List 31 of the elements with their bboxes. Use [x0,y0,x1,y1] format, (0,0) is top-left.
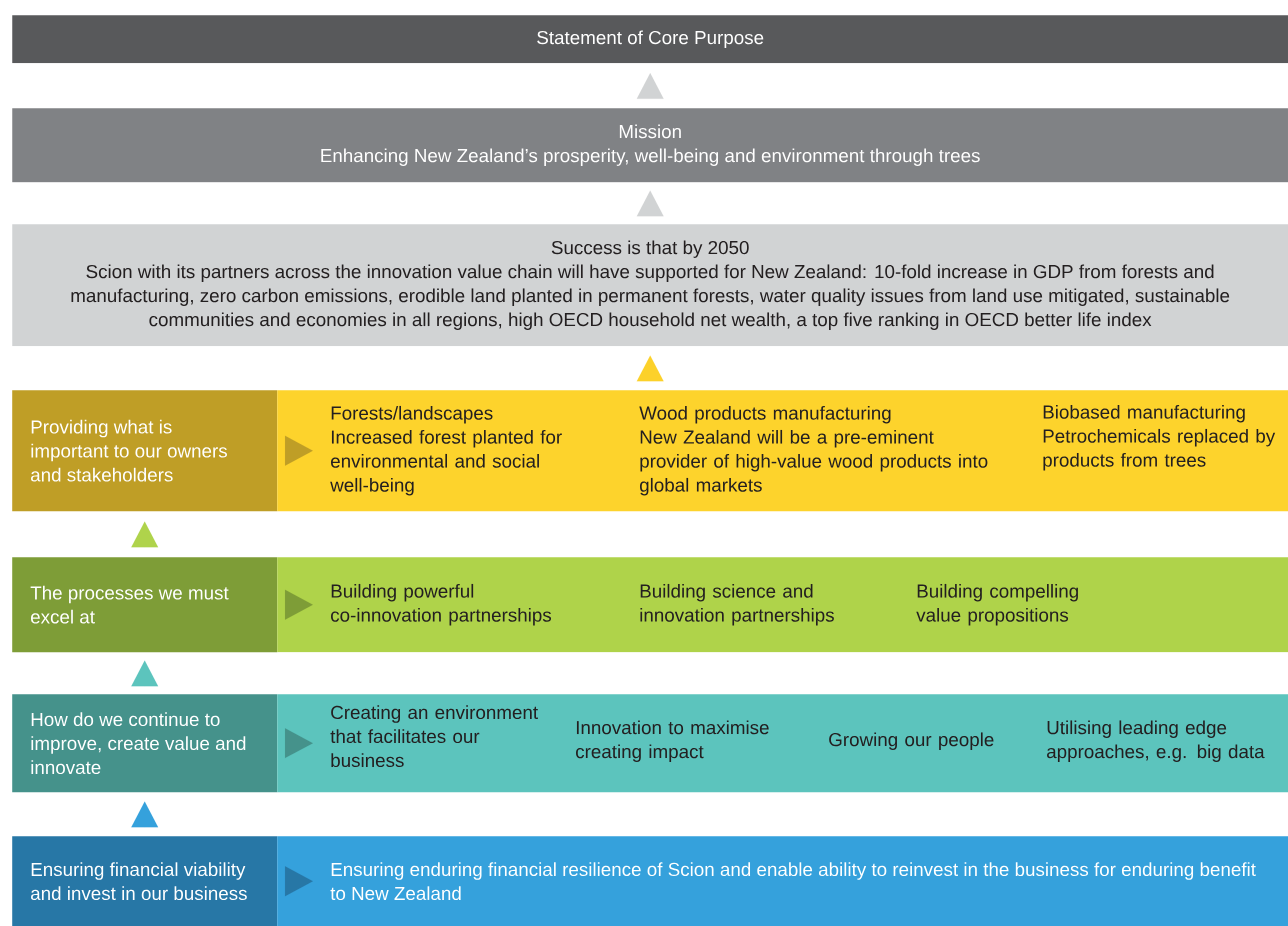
row-band [277,557,1288,653]
arrow [284,435,313,466]
item-text: Biobased manufacturing Petrochemicals replaced by products from trees [1043,404,1276,471]
arrow [284,589,313,620]
arrow [284,728,313,759]
row-band: Ensuring enduring financial resilience of Scion and enable ability to reinvest in the business for enduring benefit to New Zealand [277,836,1288,926]
item-text: Creating an environment that facilitates our business [330,705,538,768]
arrow [636,190,664,217]
item-text: Building science and innovation partnerships [640,583,834,626]
category-box: Providing what is important to our owners and stakeholders [12,390,278,512]
category-box: Ensuring financial viability and invest in our business [12,836,278,926]
category-box: The processes we must excel at [12,557,278,653]
item-text: Growing our people [829,732,994,750]
vision-band: Success is that by 2050 Scion with its partners across the innovation value chain will have supported for New Zealand: 10-fold increase in GDP from forests and manufacturing, zero carbon emissions, erodible land planted in permanent forests, water quality issues from land use mitigated, sustainable communities and economies in all regions, high OECD household net wealth, a top five ranking in OECD better life index [12,224,1288,347]
category-box: How do we continue to improve, create value and innovate [12,694,278,793]
item-text: Innovation to maximise creating impact [576,720,769,762]
arrow [131,521,159,548]
item-text: Building powerful co-innovation partnerships [331,583,552,626]
arrow [636,355,664,382]
arrow [284,866,313,897]
heading-band: Statement of Core Purpose [12,15,1288,64]
item-text: Building compelling value propositions [916,583,1078,626]
arrow [131,801,159,828]
arrow [131,660,159,687]
row-band [277,694,1288,793]
item-text: Wood products manufacturing New Zealand will be a pre-eminent provider of high-value wood products into global markets [639,405,988,496]
mission-band: Mission Enhancing New Zealand’s prosperity, well-being and environment through trees [12,108,1288,183]
item-text: Forests/landscapes Increased forest planted for environmental and social well-being [330,405,562,496]
item-text: Utilising leading edge approaches, e.g. big data [1047,720,1265,762]
arrow [636,72,664,99]
row-band [277,390,1288,512]
